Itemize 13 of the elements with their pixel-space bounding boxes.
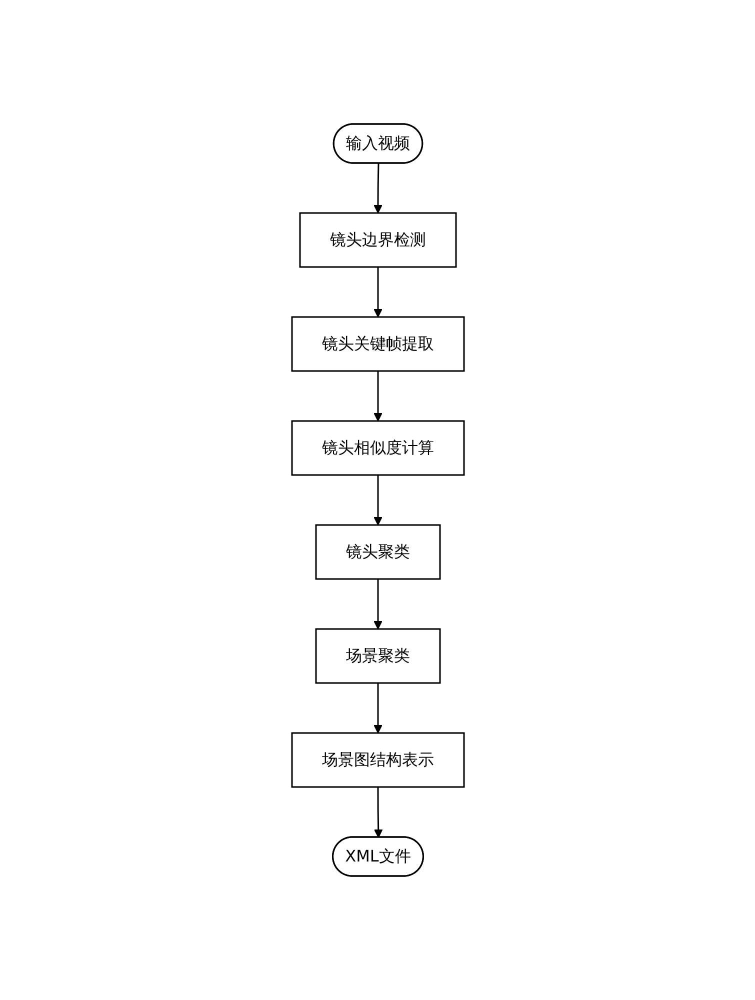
arrow bbox=[373, 579, 382, 630]
arrow bbox=[373, 787, 382, 838]
node-box: 镜头相似度计算 bbox=[290, 420, 464, 476]
node-box: 镜头关键帧提取 bbox=[290, 316, 464, 372]
node-box: 镜头聚类 bbox=[314, 524, 440, 580]
node-box: 镜头边界检测 bbox=[298, 212, 456, 268]
node-box: 场景图结构表示 bbox=[290, 732, 464, 788]
node-box: 场景聚类 bbox=[314, 628, 440, 684]
arrow bbox=[373, 267, 382, 318]
arrow bbox=[373, 163, 382, 214]
arrow bbox=[373, 475, 382, 526]
arrow bbox=[373, 683, 382, 734]
arrow bbox=[373, 371, 382, 422]
